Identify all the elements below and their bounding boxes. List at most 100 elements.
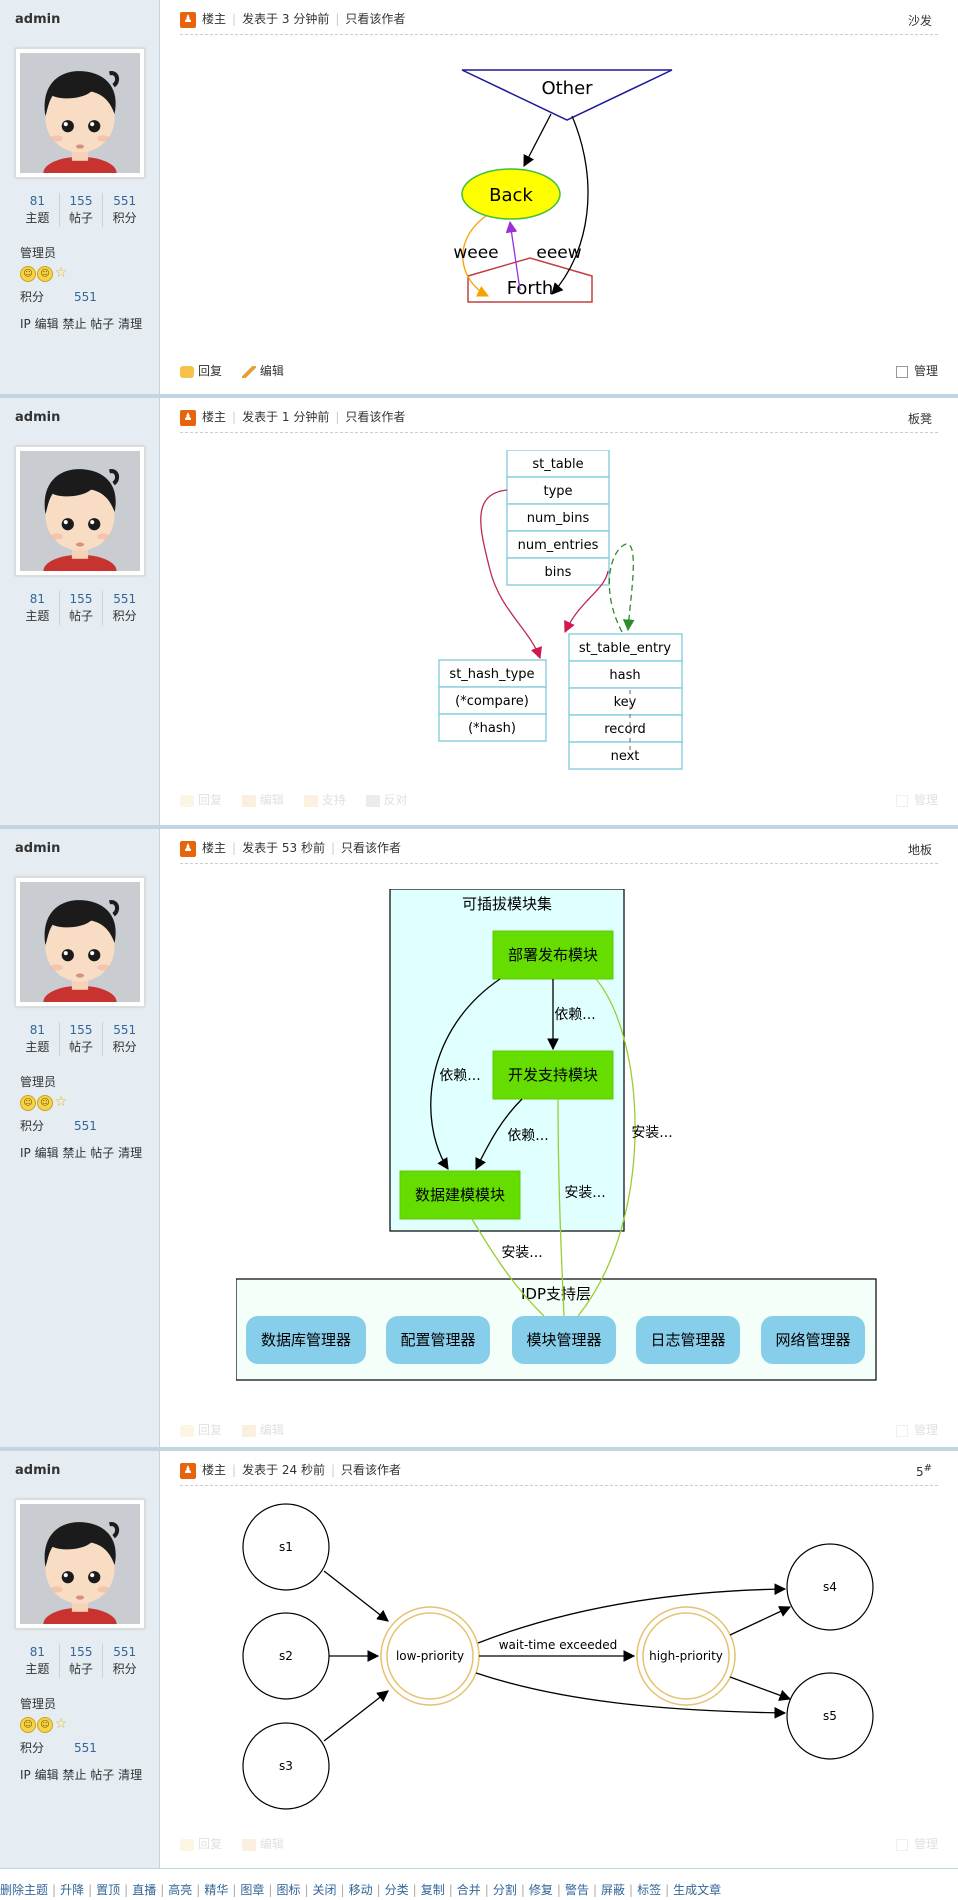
edge-label-weee: weee xyxy=(453,243,498,263)
user-role[interactable]: 管理员 xyxy=(20,1697,57,1711)
edge-label-depends: 依赖... xyxy=(507,1128,548,1144)
moderation-action-link[interactable]: 删除主题 xyxy=(0,1883,49,1897)
moderation-action-link[interactable]: 生成文章 xyxy=(673,1883,722,1897)
only-author-link[interactable]: 只看该作者 xyxy=(341,841,402,855)
moderation-action-link[interactable]: 图章 xyxy=(240,1883,265,1897)
ban-user-link[interactable]: 禁止 xyxy=(62,1146,87,1160)
reply-button[interactable]: 回复 xyxy=(180,362,222,379)
reply-button[interactable]: 回复 xyxy=(180,1835,222,1852)
topics-count[interactable]: 81 xyxy=(29,194,45,208)
user-posts-link[interactable]: 帖子 xyxy=(90,1768,115,1782)
node-forth: Forth xyxy=(507,278,554,299)
moderation-action-link[interactable]: 合并 xyxy=(456,1883,481,1897)
moderation-action-link[interactable]: 分割 xyxy=(492,1883,517,1897)
only-author-link[interactable]: 只看该作者 xyxy=(341,1463,402,1477)
points-count[interactable]: 551 xyxy=(113,1023,137,1037)
avatar[interactable] xyxy=(15,877,145,1007)
posts-count[interactable]: 155 xyxy=(69,1645,93,1659)
edit-user-link[interactable]: 编辑 xyxy=(34,1146,59,1160)
support-button[interactable]: 支持 xyxy=(303,791,346,808)
star-medal-icon: ☆ xyxy=(54,1094,68,1110)
edit-button[interactable]: 编辑 xyxy=(241,1421,284,1438)
moderation-action-link[interactable]: 升降 xyxy=(60,1883,85,1897)
floor-number[interactable]: 5# xyxy=(916,1463,932,1479)
avatar[interactable] xyxy=(15,446,145,576)
author-name[interactable]: admin xyxy=(15,12,61,27)
topics-count[interactable]: 81 xyxy=(29,592,45,606)
smile-medal-icon: ☺ xyxy=(20,1095,36,1111)
manage-checkbox[interactable]: 管理 xyxy=(895,362,938,379)
topics-label: 主题 xyxy=(25,1662,50,1676)
topics-count[interactable]: 81 xyxy=(29,1023,45,1037)
edit-button[interactable]: 编辑 xyxy=(241,1835,284,1852)
moderation-action-link[interactable]: 屏蔽 xyxy=(601,1883,626,1897)
avatar[interactable] xyxy=(15,48,145,178)
user-posts-link[interactable]: 帖子 xyxy=(90,1146,115,1160)
moderation-action-link[interactable]: 直播 xyxy=(132,1883,157,1897)
floor-number[interactable]: 板凳 xyxy=(907,412,932,426)
toolbar-divider: | xyxy=(556,1883,561,1897)
moderation-action-link[interactable]: 精华 xyxy=(204,1883,229,1897)
ip-link[interactable]: IP xyxy=(20,1768,31,1782)
moderation-action-link[interactable]: 修复 xyxy=(528,1883,553,1897)
ip-link[interactable]: IP xyxy=(20,1146,31,1160)
manage-checkbox[interactable]: 管理 xyxy=(895,791,938,808)
points-row-value: 551 xyxy=(74,290,97,304)
points-count[interactable]: 551 xyxy=(113,592,137,606)
points-count[interactable]: 551 xyxy=(113,1645,137,1659)
edit-button[interactable]: 编辑 xyxy=(241,791,284,808)
moderation-action-link[interactable]: 关闭 xyxy=(312,1883,337,1897)
only-author-link[interactable]: 只看该作者 xyxy=(345,410,406,424)
reply-button[interactable]: 回复 xyxy=(180,1421,222,1438)
cleanup-link[interactable]: 清理 xyxy=(118,1146,143,1160)
edge-label-depends: 依赖... xyxy=(554,1007,595,1023)
posts-count[interactable]: 155 xyxy=(69,1023,93,1037)
poster-label: 楼主 xyxy=(202,841,227,855)
medal-row: ☺ ☺ ☆ xyxy=(20,266,68,282)
posts-count[interactable]: 155 xyxy=(69,592,93,606)
author-name[interactable]: admin xyxy=(15,841,61,856)
user-role[interactable]: 管理员 xyxy=(20,1075,57,1089)
floor-number[interactable]: 地板 xyxy=(907,843,932,857)
floor-number[interactable]: 沙发 xyxy=(907,14,932,28)
user-role[interactable]: 管理员 xyxy=(20,246,57,260)
author-name[interactable]: admin xyxy=(15,1463,61,1478)
reply-button[interactable]: 回复 xyxy=(180,791,222,808)
cleanup-link[interactable]: 清理 xyxy=(118,317,143,331)
points-row-value: 551 xyxy=(74,1741,97,1755)
points-count[interactable]: 551 xyxy=(113,194,137,208)
edit-button[interactable]: 编辑 xyxy=(241,362,284,379)
edit-user-link[interactable]: 编辑 xyxy=(34,1768,59,1782)
topics-label: 主题 xyxy=(25,609,50,623)
post-header: ♟楼主|发表于 24 秒前|只看该作者 5# xyxy=(180,1461,938,1486)
manage-checkbox[interactable]: 管理 xyxy=(895,1835,938,1852)
user-posts-link[interactable]: 帖子 xyxy=(90,317,115,331)
oppose-button[interactable]: 反对 xyxy=(365,791,408,808)
reply-label: 回复 xyxy=(198,1837,223,1851)
edge-label-install: 安装... xyxy=(501,1245,542,1261)
moderation-action-link[interactable]: 图标 xyxy=(276,1883,301,1897)
moderation-action-link[interactable]: 高亮 xyxy=(168,1883,193,1897)
avatar[interactable] xyxy=(15,1499,145,1629)
moderation-action-link[interactable]: 标签 xyxy=(637,1883,662,1897)
edit-user-link[interactable]: 编辑 xyxy=(34,317,59,331)
moderation-action-link[interactable]: 移动 xyxy=(348,1883,373,1897)
toolbar-divider: | xyxy=(196,1883,201,1897)
moderation-action-link[interactable]: 分类 xyxy=(384,1883,409,1897)
posts-count[interactable]: 155 xyxy=(69,194,93,208)
manage-checkbox[interactable]: 管理 xyxy=(895,1421,938,1438)
ban-user-link[interactable]: 禁止 xyxy=(62,1768,87,1782)
moderation-action-link[interactable]: 置顶 xyxy=(96,1883,121,1897)
topics-count[interactable]: 81 xyxy=(29,1645,45,1659)
moderation-action-link[interactable]: 警告 xyxy=(564,1883,589,1897)
moderation-action-link[interactable]: 复制 xyxy=(420,1883,445,1897)
ban-user-link[interactable]: 禁止 xyxy=(62,317,87,331)
only-author-link[interactable]: 只看该作者 xyxy=(345,12,406,26)
ip-link[interactable]: IP xyxy=(20,317,31,331)
author-name[interactable]: admin xyxy=(15,410,61,425)
st-hash-type-field: (*hash) xyxy=(468,721,516,736)
points-row-value: 551 xyxy=(74,1119,97,1133)
cleanup-link[interactable]: 清理 xyxy=(118,1768,143,1782)
